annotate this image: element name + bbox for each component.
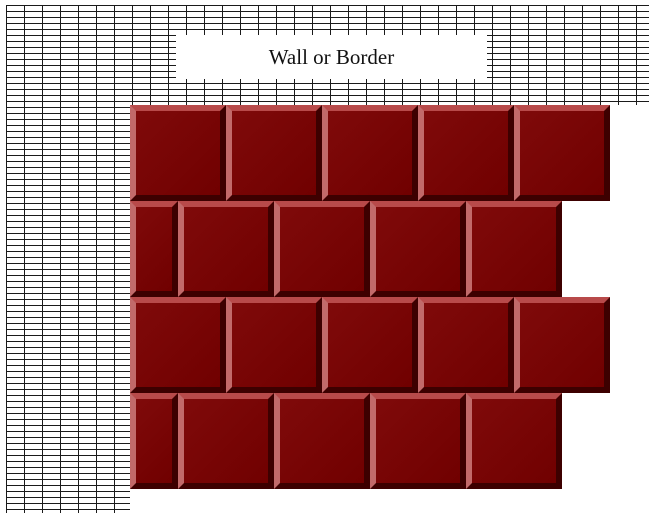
brick-tile (130, 105, 226, 201)
wall-label-text: Wall or Border (269, 45, 394, 70)
brick-tile (226, 105, 322, 201)
brick-tile (514, 297, 610, 393)
brick-tile (418, 105, 514, 201)
brick-tile (178, 201, 274, 297)
tile-field (130, 105, 649, 513)
brick-tile (130, 201, 178, 297)
brick-tile (322, 105, 418, 201)
brick-tile (178, 393, 274, 489)
brick-tile (514, 105, 610, 201)
brick-tile (370, 393, 466, 489)
brick-tile (274, 393, 370, 489)
brick-tile (466, 393, 562, 489)
brick-tile (466, 201, 562, 297)
brick-tile (370, 201, 466, 297)
brick-tile (130, 297, 226, 393)
brick-tile (130, 393, 178, 489)
brick-tile (274, 201, 370, 297)
brick-tile (226, 297, 322, 393)
brick-tile (322, 297, 418, 393)
brick-tile (418, 297, 514, 393)
wall-label: Wall or Border (176, 35, 487, 79)
